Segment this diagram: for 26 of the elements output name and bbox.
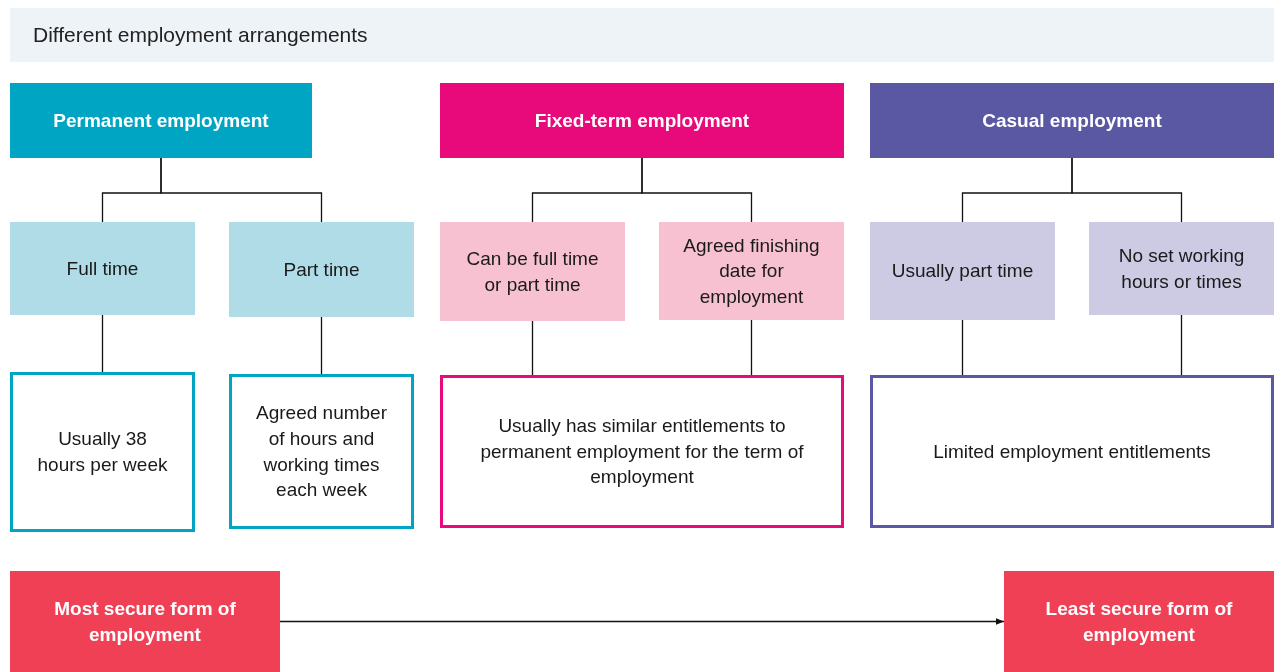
connector-line	[320, 316, 323, 375]
connector-line	[160, 157, 323, 223]
type-box: Agreed finishing date for employment	[659, 222, 844, 320]
description-box: Agreed number of hours and working times each week	[229, 374, 414, 529]
category-box: Least secure form of employment	[1004, 571, 1274, 672]
connector-line	[750, 319, 753, 376]
connector-line	[531, 320, 534, 376]
title-band: Different employment arrangements	[10, 8, 1274, 62]
connector-line	[1180, 314, 1183, 376]
type-box: Full time	[10, 222, 195, 315]
connector-line	[101, 314, 104, 373]
connector-line	[641, 157, 753, 223]
category-box: Permanent employment	[10, 83, 312, 158]
description-box: Usually has similar entitlements to permanent employment for the term of employment	[440, 375, 844, 528]
description-box: Limited employment entitlements	[870, 375, 1274, 528]
category-box: Fixed-term employment	[440, 83, 844, 158]
connector-line	[961, 319, 964, 376]
type-box: Can be full time or part time	[440, 222, 625, 321]
category-box: Casual employment	[870, 83, 1274, 158]
type-box: Part time	[229, 222, 414, 317]
category-box: Most secure form of employment	[10, 571, 280, 672]
arrow	[279, 618, 1005, 625]
description-box: Usually 38 hours per week	[10, 372, 195, 532]
connector-line	[1071, 157, 1183, 223]
type-box: Usually part time	[870, 222, 1055, 320]
type-box: No set working hours or times	[1089, 222, 1274, 315]
